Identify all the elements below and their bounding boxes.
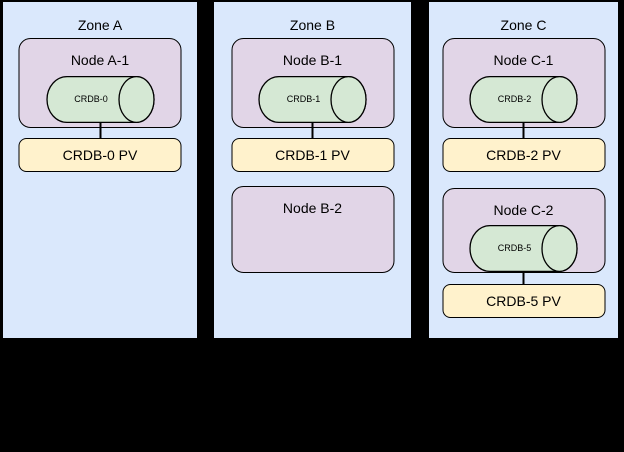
cylinder-shape — [45, 75, 155, 124]
node-pv-group: Node C-2 CRDB-5 CRDB-5 PV — [442, 188, 605, 318]
node-box: Node A-1 CRDB-0 — [18, 38, 182, 128]
pod-label: CRDB-0 — [74, 94, 108, 104]
cylinder-lid — [541, 75, 578, 124]
cylinder-shape — [258, 75, 367, 124]
crdb-pod-cylinder: CRDB-1 — [258, 75, 367, 124]
crdb-pod-cylinder: CRDB-2 — [469, 75, 578, 124]
connector-line — [522, 122, 525, 138]
pod-label: CRDB-2 — [497, 94, 532, 104]
connector-line — [522, 271, 525, 284]
pv-box: CRDB-5 PV — [442, 284, 605, 318]
node-box: Node B-1 CRDB-1 — [231, 38, 394, 128]
cylinder-lid — [330, 75, 367, 124]
node-title: Node B-1 — [282, 52, 343, 68]
node-title: Node C-2 — [493, 202, 554, 218]
pv-box: CRDB-2 PV — [442, 138, 605, 172]
pv-box: CRDB-0 PV — [18, 138, 182, 172]
node-pv-group: Node C-1 CRDB-2 CRDB-2 PV — [442, 38, 605, 172]
pod-label: CRDB-1 — [286, 94, 321, 104]
node-pv-group: Node B-1 CRDB-1 CRDB-1 PV — [231, 38, 394, 172]
zone-title: Zone B — [289, 17, 336, 33]
node-box: Node C-1 CRDB-2 — [442, 38, 605, 128]
node-title: Node A-1 — [70, 52, 130, 68]
cylinder-shape — [469, 75, 578, 124]
node-title: Node B-2 — [282, 200, 343, 216]
node-title: Node C-1 — [493, 52, 554, 68]
zone-a-container: Zone A Node A-1 CRDB-0 CRDB-0 PV — [2, 1, 198, 339]
zone-c-container: Zone C Node C-1 CRDB-2 CRDB-2 PV Node C-… — [428, 1, 619, 339]
pv-box: CRDB-1 PV — [231, 138, 394, 172]
zone-b-container: Zone B Node B-1 CRDB-1 CRDB-1 PV Node B-… — [213, 1, 412, 339]
pod-label: CRDB-5 — [497, 243, 532, 253]
crdb-pod-cylinder: CRDB-5 — [469, 224, 578, 273]
zone-title: Zone C — [500, 17, 547, 33]
node-box: Node C-2 CRDB-5 — [442, 188, 605, 273]
zone-title: Zone A — [77, 17, 123, 33]
cylinder-lid — [117, 75, 155, 124]
connector-line — [99, 122, 101, 138]
node-pv-group: Node B-2 — [231, 186, 394, 273]
node-pv-group: Node A-1 CRDB-0 CRDB-0 PV — [18, 38, 182, 172]
cylinder-shape — [469, 224, 578, 273]
connector-line — [311, 122, 314, 138]
node-box: Node B-2 — [231, 186, 394, 273]
cylinder-lid — [541, 224, 578, 273]
crdb-pod-cylinder: CRDB-0 — [45, 75, 155, 124]
